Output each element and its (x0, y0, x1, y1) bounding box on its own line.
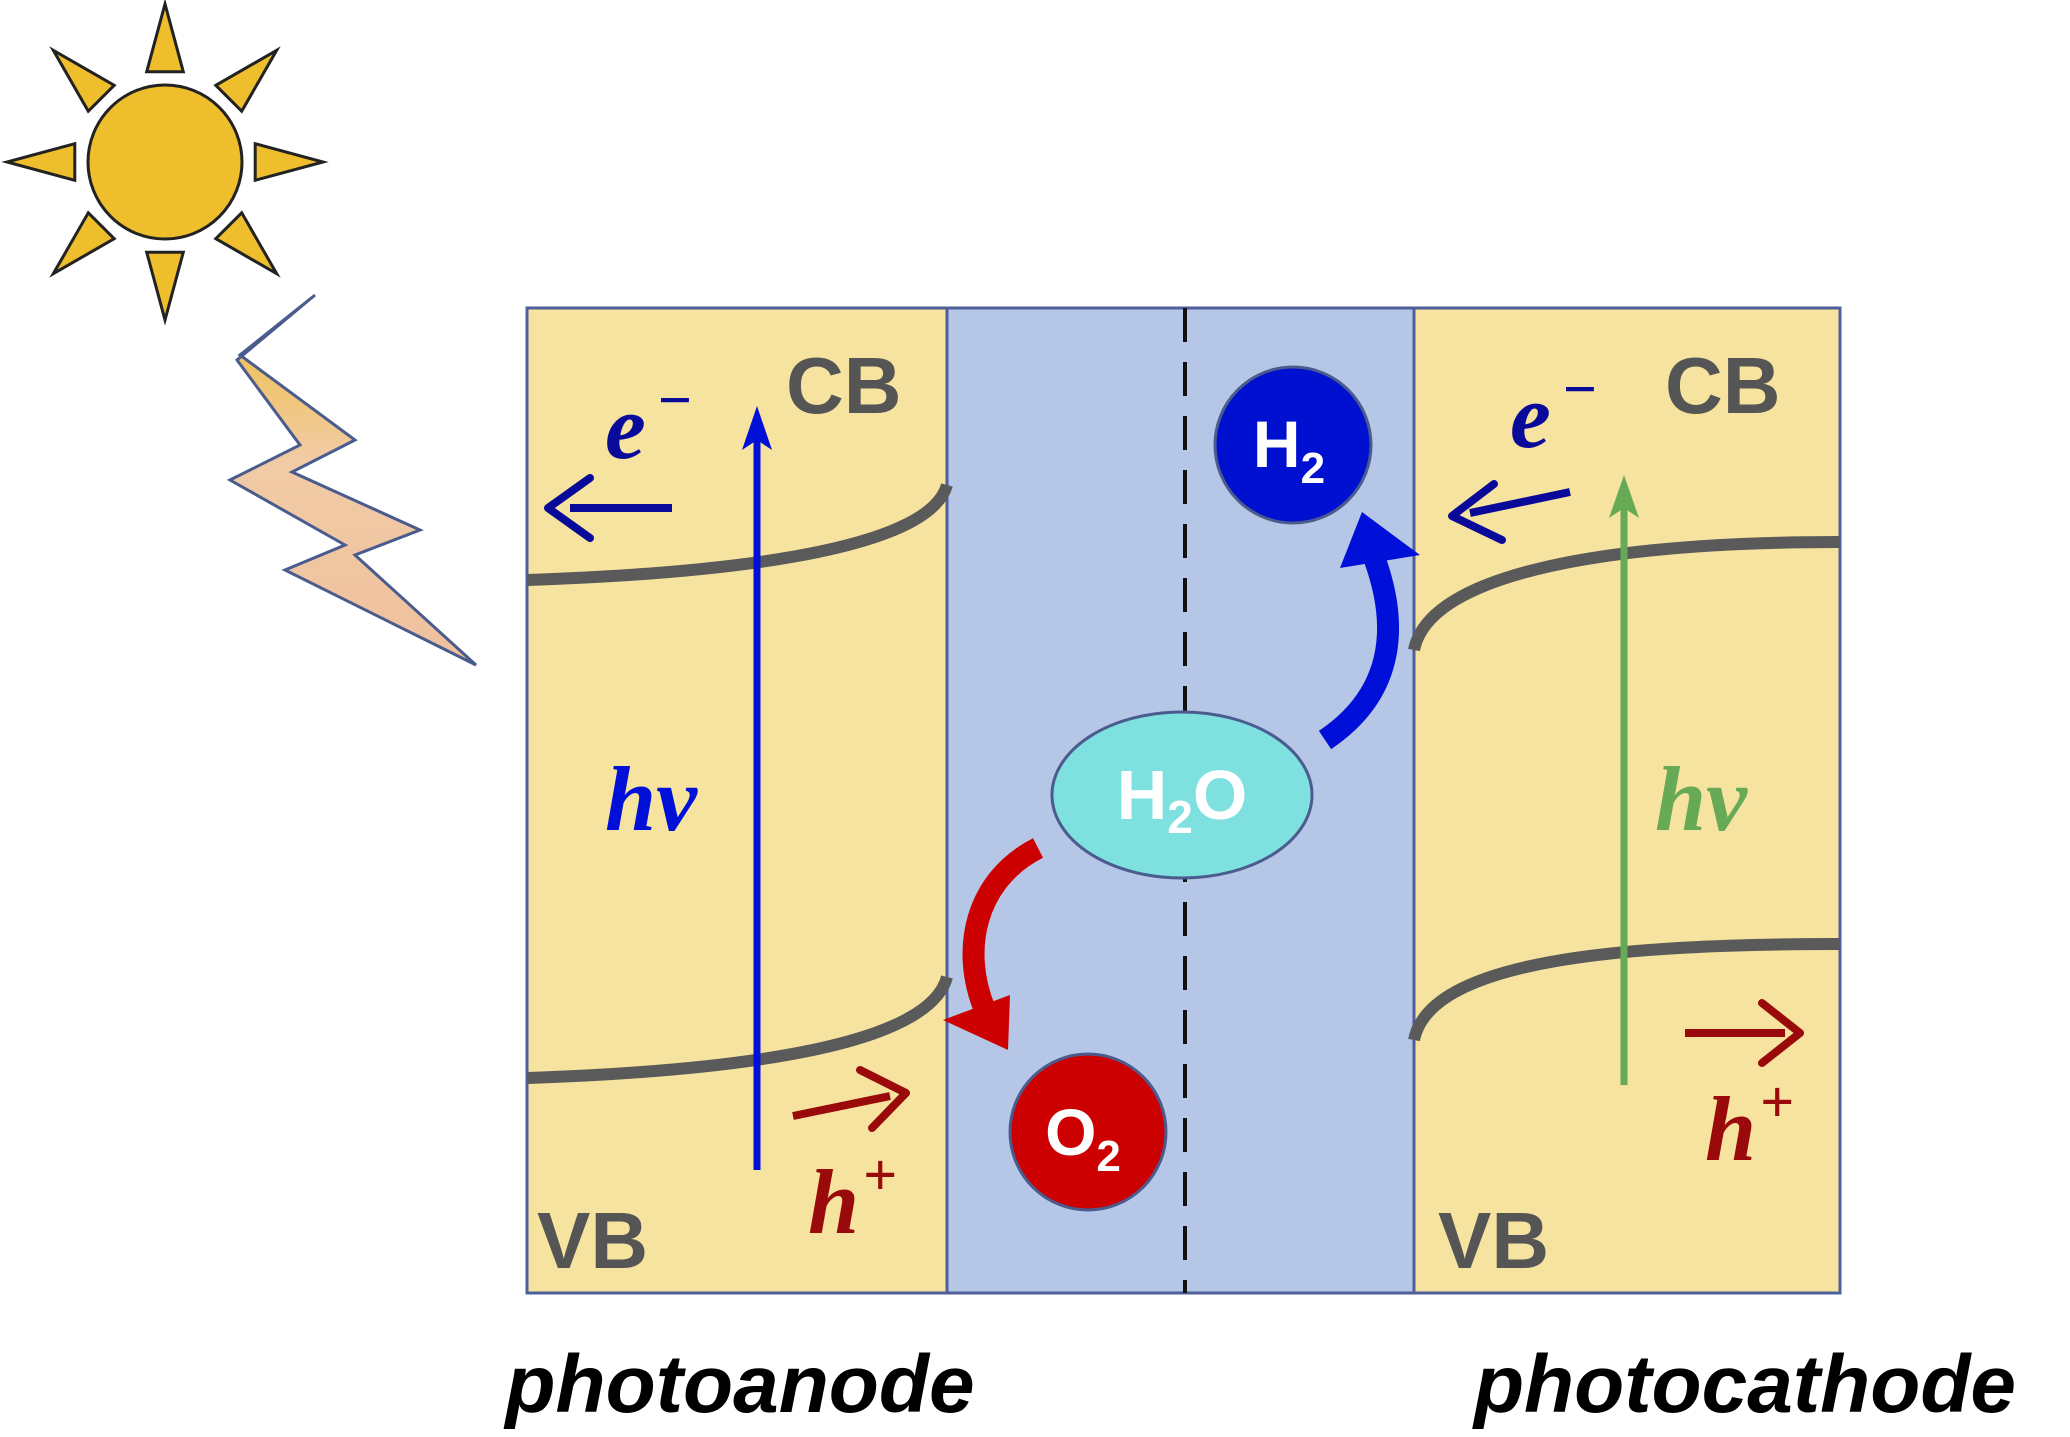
sun-ray (49, 210, 117, 278)
photoanode-hole-label: h+ (808, 1142, 897, 1253)
photoanode-cb-label: CB (786, 341, 902, 430)
photocathode-caption: photocathode (1472, 1339, 2016, 1430)
photoanode-electron-arrow (544, 474, 672, 542)
water-to-hydrogen-arrowhead (1340, 512, 1420, 568)
photocathode-electron-label: e− (1510, 356, 1597, 467)
photocathode-hole-label: h+ (1705, 1069, 1794, 1180)
sun-ray (144, 0, 186, 74)
sun-ray (49, 46, 117, 114)
water-molecule (1050, 710, 1314, 880)
photocathode-vb-label: VB (1438, 1196, 1549, 1285)
hydrogen-label: H2 (1253, 407, 1325, 493)
lightning-icon (226, 293, 478, 667)
sun-ray (213, 46, 281, 114)
water-label: H2O (1117, 756, 1248, 843)
photocathode-electron-arrow (1448, 480, 1571, 544)
hydrogen-molecule (1213, 365, 1373, 525)
photoanode-excitation-arrowhead (742, 406, 772, 450)
photoanode-vb-line (526, 975, 953, 1084)
sun-ray (144, 250, 186, 326)
photoanode-cb-line (526, 482, 953, 586)
photoanode-panel (525, 306, 949, 1295)
photocathode-vb-line (1408, 938, 1841, 1042)
oxygen-molecule (1008, 1052, 1168, 1212)
photoanode-photon-label: hv (605, 748, 698, 850)
photocathode-photon-label: hv (1655, 748, 1748, 850)
photocathode-hole-arrow (1685, 999, 1804, 1067)
sun-disc (86, 83, 244, 241)
sun-ray (1, 141, 77, 183)
photocathode-excitation-arrowhead (1609, 475, 1639, 518)
water-to-hydrogen-arrow (1318, 556, 1400, 750)
photoanode-caption: photoanode (503, 1339, 974, 1430)
photocathode-cb-label: CB (1665, 341, 1781, 430)
water-to-oxygen-arrow (962, 838, 1044, 1015)
photoanode-vb-label: VB (537, 1196, 648, 1285)
sun-icon (1, 0, 329, 326)
oxygen-label: O2 (1045, 1095, 1121, 1181)
photoanode-electron-label: e− (605, 367, 692, 478)
photoanode-hole-arrow (792, 1066, 910, 1132)
photocathode-cb-line (1408, 536, 1841, 652)
sun-ray (253, 141, 329, 183)
water-to-oxygen-arrowhead (943, 995, 1010, 1050)
sun-ray (213, 210, 281, 278)
